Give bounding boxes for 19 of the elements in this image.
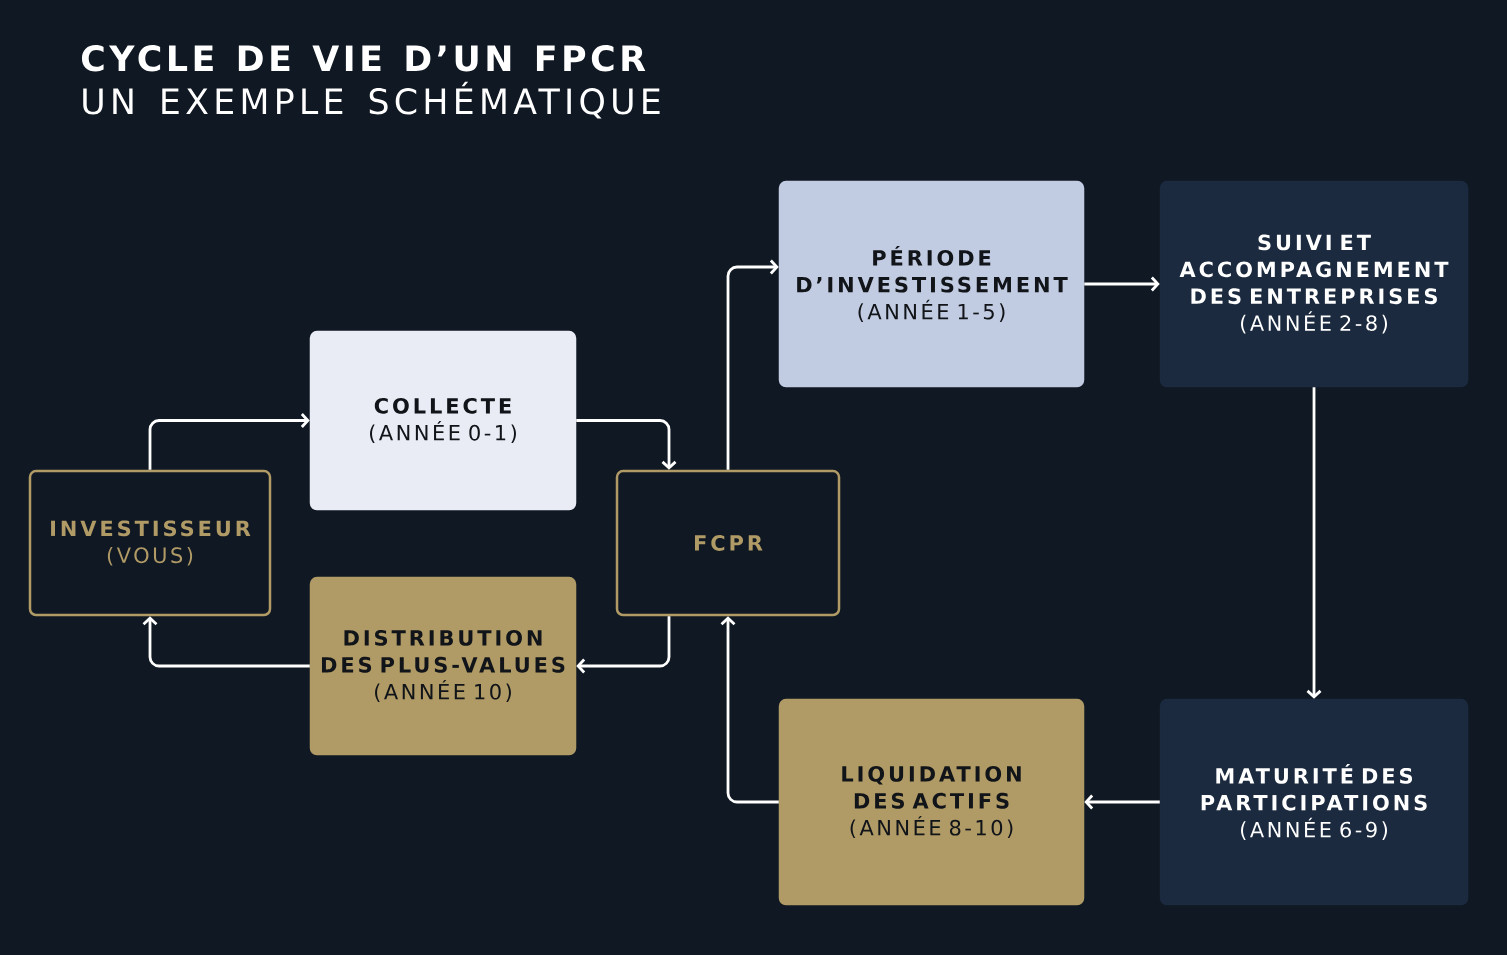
arrow [576, 616, 671, 674]
process-box: SUIVI ET ACCOMPAGNEMENT DES ENTREPRISES (ANNÉE 2-8) [1159, 180, 1469, 388]
process-box: COLLECTE (ANNÉE 0-1) [309, 330, 577, 511]
title: CYCLE DE VIE D’UN FPCR [81, 45, 646, 72]
process-box: DISTRIBUTION DES PLUS-VALUES (ANNÉE 10) [309, 576, 577, 756]
arrow [142, 616, 310, 668]
arrow [726, 259, 779, 470]
process-box: MATURITÉ DES PARTICIPATIONS (ANNÉE 6-9) [1159, 698, 1469, 906]
arrow [1084, 276, 1160, 292]
arrow [1084, 794, 1160, 810]
arrow [148, 413, 310, 470]
arrow [576, 419, 677, 470]
process-box: PÉRIODE D’INVESTISSEMENT (ANNÉE 1-5) [778, 180, 1085, 388]
process-box: INVESTISSEUR (VOUS) [28, 469, 272, 617]
subtitle: UN EXEMPLE SCHÉMATIQUE [83, 81, 660, 119]
process-box: LIQUIDATION DES ACTIFS (ANNÉE 8-10) [778, 698, 1085, 906]
process-box: FCPR [615, 469, 841, 617]
arrow [720, 616, 779, 804]
arrow [1306, 387, 1322, 699]
